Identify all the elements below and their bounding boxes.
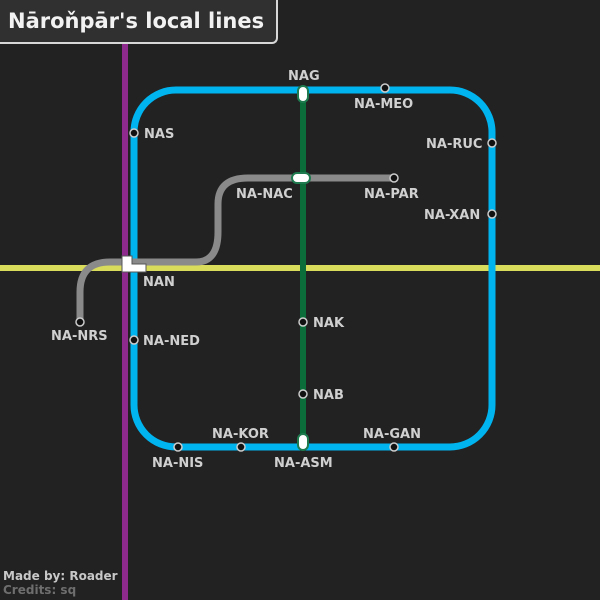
nag-label: NAG (288, 69, 320, 84)
na-gan-label: NA-GAN (363, 427, 421, 442)
na-ruc-station[interactable] (487, 138, 497, 148)
na-meo-station[interactable] (380, 83, 390, 93)
title-panel: Nāroňpār's local lines (0, 0, 278, 44)
nak-station[interactable] (298, 317, 308, 327)
na-par-station[interactable] (389, 173, 399, 183)
na-nac-label: NA-NAC (236, 187, 293, 202)
credits-block: Made by: Roader Credits: sq (3, 569, 118, 597)
made-by-text: Made by: Roader (3, 569, 118, 583)
na-asm-interchange-marker[interactable] (297, 433, 309, 451)
na-ruc-label: NA-RUC (426, 137, 482, 152)
nab-station[interactable] (298, 389, 308, 399)
na-ned-station[interactable] (129, 335, 139, 345)
na-par-label: NA-PAR (364, 187, 419, 202)
na-meo-label: NA-MEO (354, 97, 413, 112)
credits-text: Credits: sq (3, 583, 77, 597)
na-gan-station[interactable] (389, 442, 399, 452)
na-nrs-label: NA-NRS (51, 329, 108, 344)
nan-interchange-marker[interactable] (121, 255, 147, 273)
na-nac-interchange-marker[interactable] (291, 172, 311, 184)
na-kor-station[interactable] (236, 442, 246, 452)
na-nis-station[interactable] (173, 442, 183, 452)
na-xan-label: NA-XAN (424, 208, 480, 223)
na-nrs-station[interactable] (75, 317, 85, 327)
na-ned-label: NA-NED (143, 334, 200, 349)
nak-label: NAK (313, 316, 345, 331)
na-asm-label: NA-ASM (274, 456, 333, 471)
nas-label: NAS (144, 127, 174, 142)
nab-label: NAB (313, 388, 344, 403)
na-nis-label: NA-NIS (152, 456, 203, 471)
nag-interchange-marker[interactable] (297, 85, 309, 103)
nas-station[interactable] (129, 128, 139, 138)
na-kor-label: NA-KOR (212, 427, 269, 442)
grey-line (76, 174, 398, 326)
map-title: Nāroňpār's local lines (8, 9, 265, 33)
nan-label: NAN (143, 275, 175, 290)
na-xan-station[interactable] (487, 209, 497, 219)
